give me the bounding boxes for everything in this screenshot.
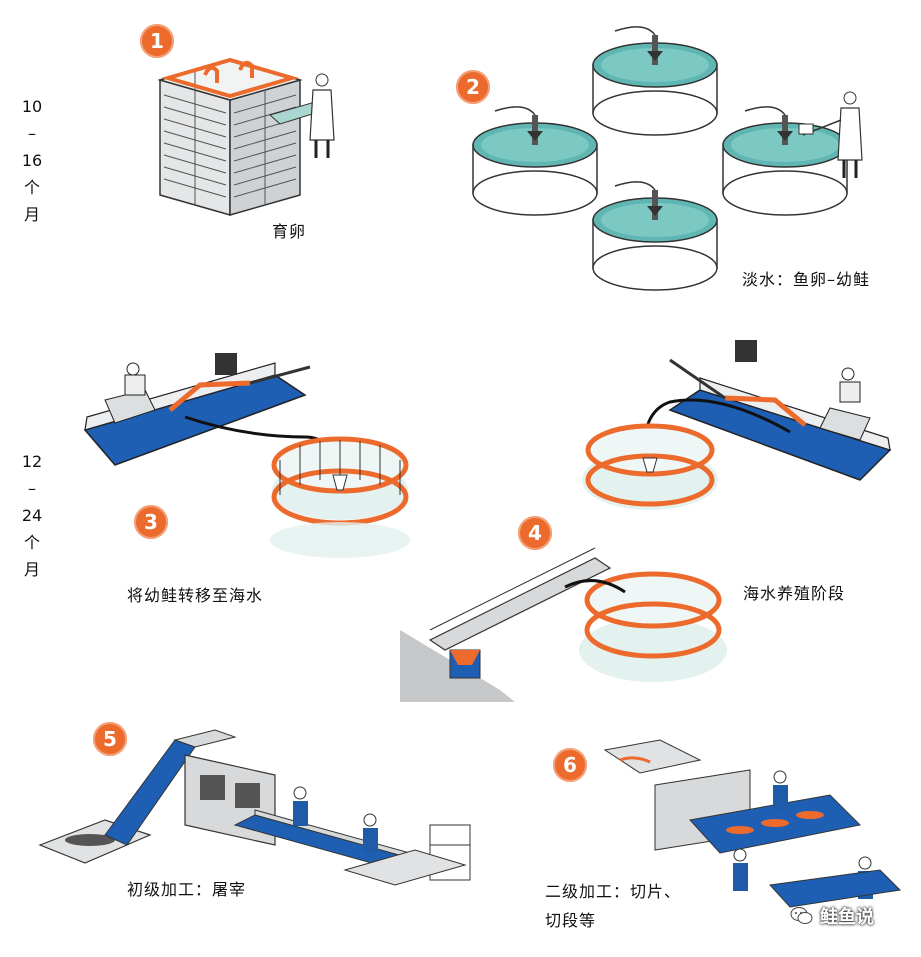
timeline-bottom-1: – <box>28 479 36 498</box>
primary-processing-illustration <box>38 729 471 886</box>
step-2-caption: 淡水：鱼卵–幼鲑 <box>742 270 871 289</box>
timeline-top-4: 月 <box>23 205 40 224</box>
watermark-text: 鲑鱼说 <box>820 907 874 928</box>
step-3-badge: 3 <box>134 505 168 539</box>
step-2-badge: 2 <box>456 70 490 104</box>
step-4-caption: 海水养殖阶段 <box>743 584 846 603</box>
step-6-caption: 二级加工：切片、 <box>545 882 682 901</box>
secondary-processing-illustration <box>603 739 902 908</box>
step-6-caption-line2: 切段等 <box>545 911 597 930</box>
step-1-caption: 育卵 <box>272 222 307 241</box>
step-6-badge: 6 <box>553 748 587 782</box>
watermark: 鲑鱼说 <box>790 903 874 929</box>
timeline-bottom-0: 12 <box>21 452 43 471</box>
timeline-bottom-3: 个 <box>23 533 40 552</box>
freshwater-tanks-illustration <box>472 26 863 291</box>
timeline-top: 10 – 16 个 月 <box>17 93 47 228</box>
step-5-caption: 初级加工：屠宰 <box>127 880 247 899</box>
timeline-top-2: 16 <box>21 151 43 170</box>
step-1-badge: 1 <box>140 24 174 58</box>
incubator-illustration <box>157 57 335 216</box>
timeline-top-3: 个 <box>23 178 40 197</box>
timeline-bottom-2: 24 <box>21 506 43 525</box>
timeline-top-0: 10 <box>21 97 43 116</box>
timeline-bottom-4: 月 <box>23 560 40 579</box>
timeline-bottom: 12 – 24 个 月 <box>17 448 47 583</box>
boat-transfer-illustration <box>83 353 410 558</box>
step-4-badge: 4 <box>518 516 552 550</box>
step-3-caption: 将幼鲑转移至海水 <box>127 586 264 605</box>
timeline-top-1: – <box>28 124 36 143</box>
step-5-badge: 5 <box>93 722 127 756</box>
wechat-icon <box>790 907 813 924</box>
sea-farming-illustration <box>400 340 892 702</box>
